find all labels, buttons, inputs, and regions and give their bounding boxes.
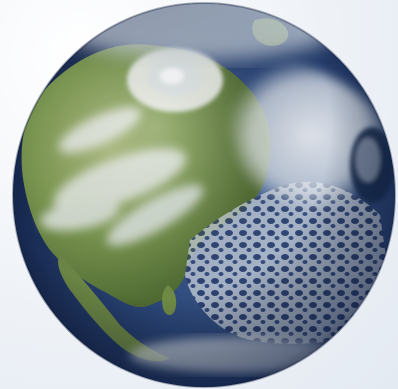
sphere-shading (13, 3, 395, 387)
globe-rim (12, 2, 396, 388)
